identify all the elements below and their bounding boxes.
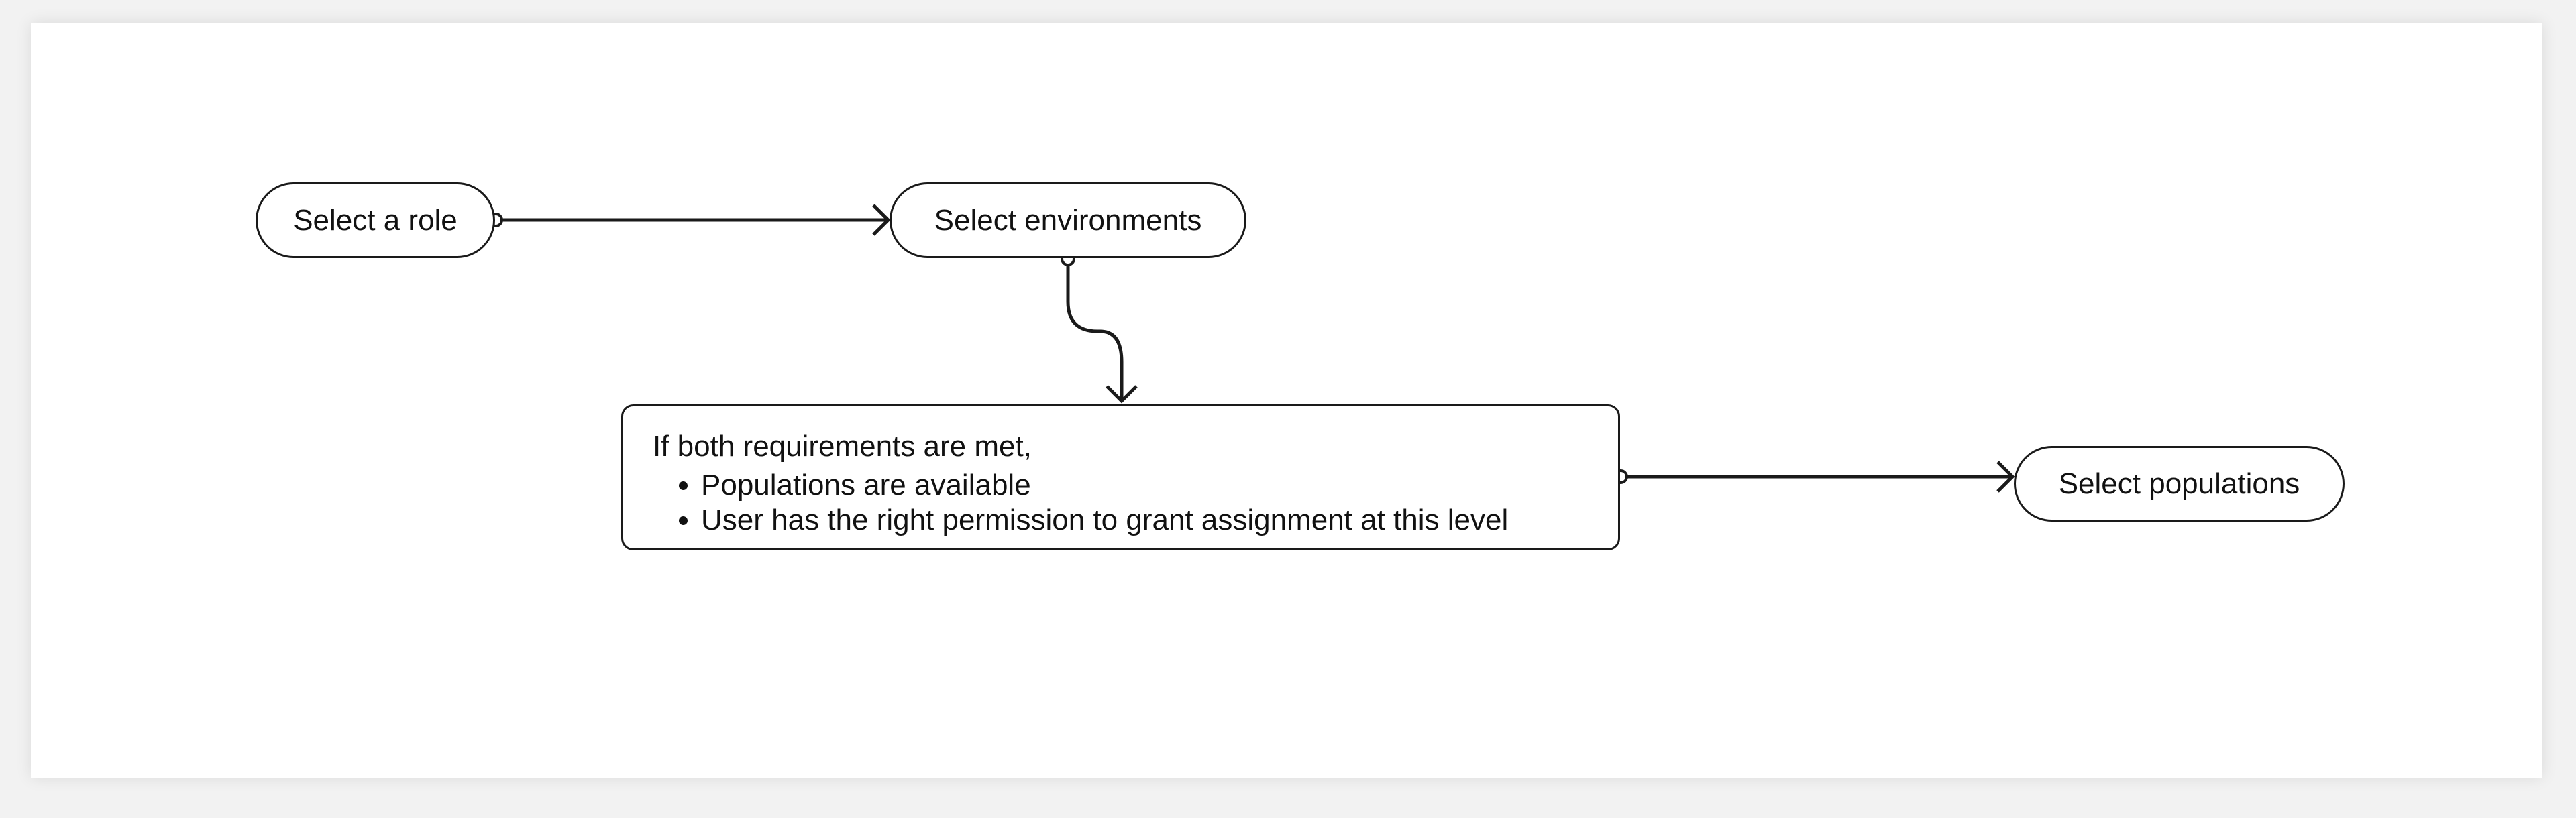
node-requirements[interactable]: If both requirements are met, Population… xyxy=(621,404,1620,550)
requirement-item: User has the right permission to grant a… xyxy=(701,503,1618,538)
node-select-populations[interactable]: Select populations xyxy=(2014,446,2345,522)
requirement-item: Populations are available xyxy=(701,468,1618,503)
node-select-environments[interactable]: Select environments xyxy=(890,182,1246,258)
node-select-role[interactable]: Select a role xyxy=(256,182,495,258)
node-label: Select environments xyxy=(934,203,1202,237)
node-label: Select a role xyxy=(293,203,458,237)
requirements-title: If both requirements are met, xyxy=(653,430,1032,463)
diagram-canvas xyxy=(31,23,2542,778)
node-label: Select populations xyxy=(2058,467,2300,500)
requirements-list: Populations are available User has the r… xyxy=(653,468,1618,538)
